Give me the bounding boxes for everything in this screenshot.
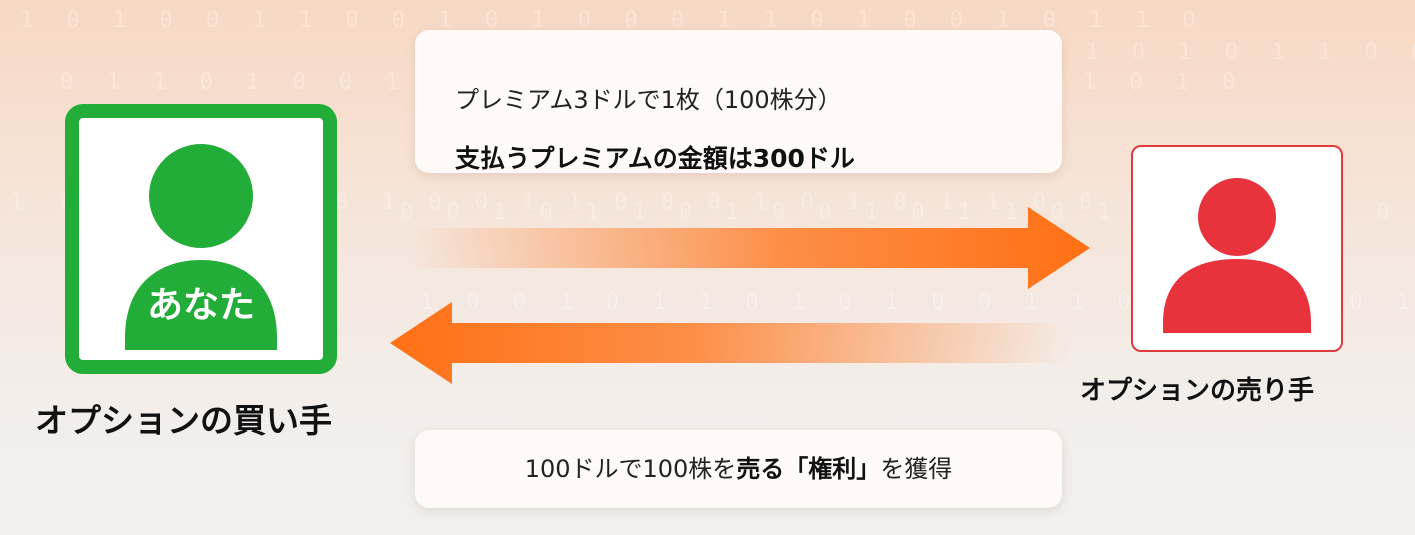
premium-note-line2: 支払うプレミアムの金額は300ドル <box>455 144 855 173</box>
buyer-badge-text: あなた <box>146 285 255 326</box>
right-note: 100ドルで100株を売る「権利」を獲得 <box>415 430 1062 508</box>
premium-note-line1: プレミアム3ドルで1枚（100株分） <box>455 86 842 114</box>
right-note-line: 100ドルで100株を売る「権利」を獲得 <box>415 457 1062 481</box>
seller-avatar-frame <box>1131 145 1343 352</box>
person-icon <box>125 144 277 350</box>
right-note-emphasis: 売る「権利」 <box>736 455 881 483</box>
premium-note: プレミアム3ドルで1枚（100株分） 支払うプレミアムの金額は300ドル <box>415 30 1062 173</box>
seller-label: オプションの売り手 <box>1080 376 1315 406</box>
right-arrow <box>390 302 1070 384</box>
premium-arrow <box>410 207 1090 289</box>
right-note-suffix: を獲得 <box>880 455 953 483</box>
buyer-avatar-frame: あなた <box>65 104 337 374</box>
person-icon <box>1163 178 1311 333</box>
buyer-label: オプションの買い手 <box>35 401 332 440</box>
right-note-prefix: 100ドルで100株を <box>524 455 737 483</box>
